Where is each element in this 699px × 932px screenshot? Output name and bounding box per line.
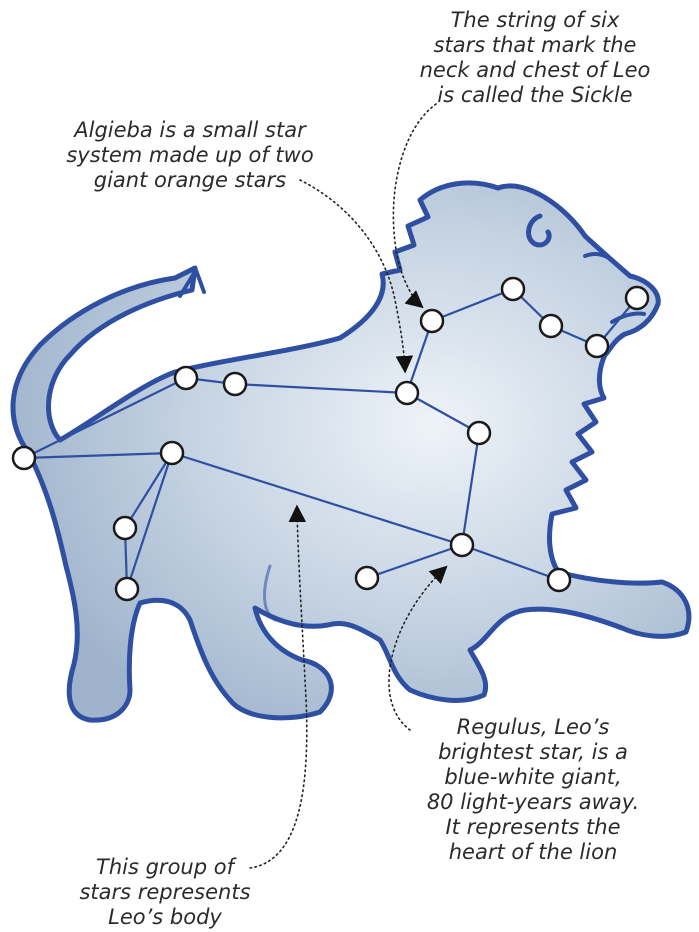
caption-line: The string of six — [390, 8, 680, 33]
caption-algieba: Algieba is a small star system made up o… — [30, 118, 350, 193]
caption-line: neck and chest of Leo — [390, 58, 680, 83]
star-regulus — [451, 534, 473, 556]
caption-line: Algieba is a small star — [30, 118, 350, 143]
caption-regulus: Regulus, Leo’s brightest star, is a blue… — [388, 715, 678, 865]
caption-line: Regulus, Leo’s — [388, 715, 678, 740]
caption-line: system made up of two — [30, 143, 350, 168]
star-hip — [161, 442, 183, 464]
star-chest — [468, 422, 490, 444]
caption-line: Leo’s body — [40, 905, 290, 930]
star-sickle-cheek — [540, 315, 562, 337]
star-rear-back-2 — [224, 373, 246, 395]
caption-sickle: The string of six stars that mark the ne… — [390, 8, 680, 108]
star-tail-tip — [13, 447, 35, 469]
caption-line: blue-white giant, — [388, 765, 678, 790]
caption-line: giant orange stars — [30, 168, 350, 193]
caption-body: This group of stars represents Leo’s bod… — [40, 855, 290, 930]
caption-line: stars that mark the — [390, 33, 680, 58]
star-sickle-mane — [502, 278, 524, 300]
star-sickle-nose — [626, 287, 648, 309]
caption-line: This group of — [40, 855, 290, 880]
star-thigh — [114, 517, 136, 539]
caption-line: brightest star, is a — [388, 740, 678, 765]
star-hind-leg — [116, 578, 138, 600]
caption-line: stars represents — [40, 880, 290, 905]
star-algieba — [396, 382, 418, 404]
lion-silhouette — [13, 183, 689, 720]
star-front-leg — [356, 567, 378, 589]
star-front-paw — [548, 569, 570, 591]
caption-line: It represents the — [388, 815, 678, 840]
caption-line: 80 light-years away. — [388, 790, 678, 815]
star-sickle-jaw — [586, 335, 608, 357]
star-sickle-neck — [421, 310, 443, 332]
lion-body-outline — [13, 183, 689, 720]
star-rear-back-1 — [175, 367, 197, 389]
caption-line: heart of the lion — [388, 840, 678, 865]
caption-line: is called the Sickle — [390, 83, 680, 108]
